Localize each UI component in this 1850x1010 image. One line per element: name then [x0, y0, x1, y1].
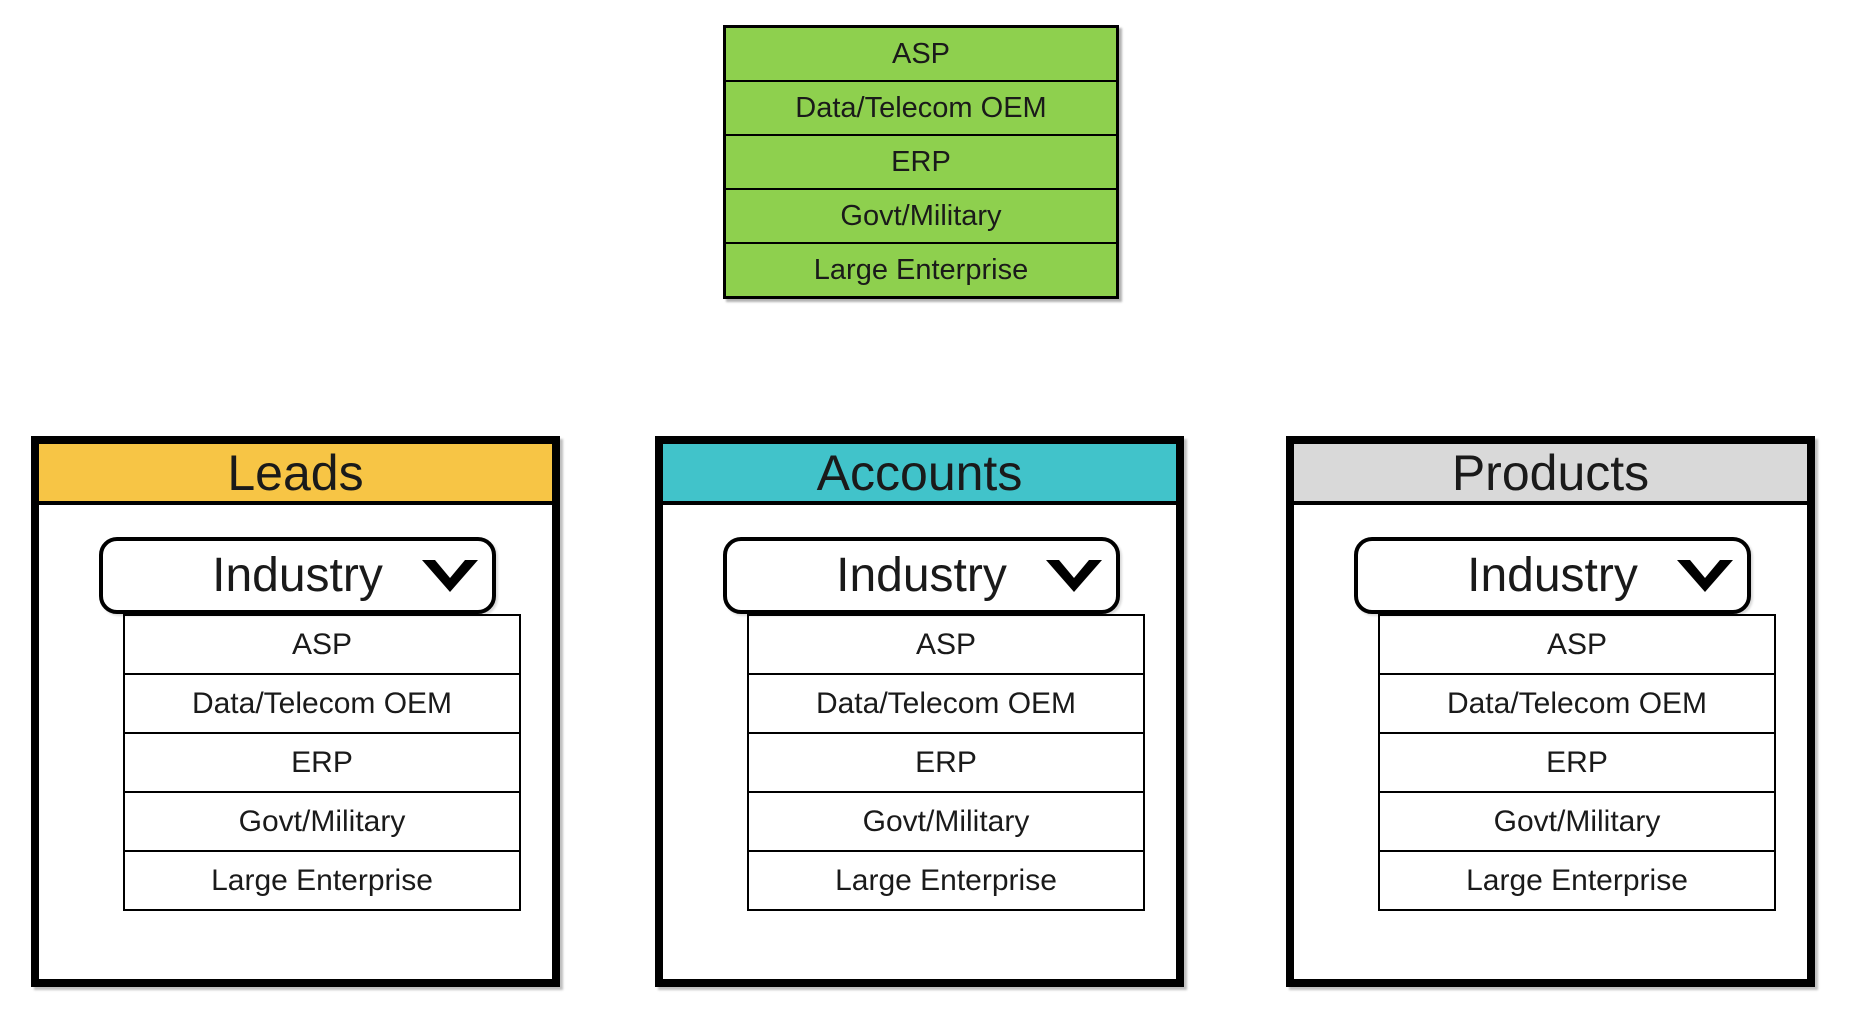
panel-leads-body: Industry ASP Data/Telecom OEM ERP Govt/M…	[39, 505, 552, 979]
panel-title: Accounts	[816, 444, 1023, 501]
industry-option[interactable]: Data/Telecom OEM	[1380, 675, 1774, 734]
picklist-item: Govt/Military	[726, 190, 1116, 244]
panel-accounts-header: Accounts	[663, 444, 1176, 505]
industry-option[interactable]: Large Enterprise	[835, 863, 1057, 897]
chevron-down-icon	[1677, 559, 1733, 592]
industry-option[interactable]: ERP	[749, 734, 1143, 793]
industry-option[interactable]: Data/Telecom OEM	[125, 675, 519, 734]
picklist-item: Data/Telecom OEM	[726, 82, 1116, 136]
picklist-item: ASP	[726, 28, 1116, 82]
chevron-down-icon	[1046, 559, 1102, 592]
industry-dropdown[interactable]: Industry	[99, 537, 496, 614]
industry-option[interactable]: Large Enterprise	[211, 863, 433, 897]
panel-accounts-body: Industry ASP Data/Telecom OEM ERP Govt/M…	[663, 505, 1176, 979]
picklist-item: Large Enterprise	[813, 253, 1029, 286]
chevron-down-icon	[422, 559, 478, 592]
panel-leads: Leads Industry ASP Data/Telecom OEM ERP …	[31, 436, 560, 987]
panel-products-body: Industry ASP Data/Telecom OEM ERP Govt/M…	[1294, 505, 1807, 979]
dropdown-label: Industry	[836, 548, 1007, 602]
industry-option[interactable]: Govt/Military	[1380, 793, 1774, 852]
panel-products-header: Products	[1294, 444, 1807, 505]
panel-accounts: Accounts Industry ASP Data/Telecom OEM E…	[655, 436, 1184, 987]
dropdown-label: Industry	[212, 548, 383, 602]
industry-option[interactable]: ASP	[749, 616, 1143, 675]
industry-option[interactable]: ERP	[125, 734, 519, 793]
industry-option[interactable]: Govt/Military	[749, 793, 1143, 852]
industry-dropdown[interactable]: Industry	[723, 537, 1120, 614]
panel-products: Products Industry ASP Data/Telecom OEM E…	[1286, 436, 1815, 987]
industry-option[interactable]: Govt/Military	[125, 793, 519, 852]
industry-option[interactable]: Data/Telecom OEM	[749, 675, 1143, 734]
industry-option-list: ASP Data/Telecom OEM ERP Govt/Military L…	[747, 614, 1145, 911]
industry-option[interactable]: Large Enterprise	[1466, 863, 1688, 897]
industry-option-list: ASP Data/Telecom OEM ERP Govt/Military L…	[123, 614, 521, 911]
industry-option[interactable]: ERP	[1380, 734, 1774, 793]
industry-option[interactable]: ASP	[125, 616, 519, 675]
panel-leads-header: Leads	[39, 444, 552, 505]
industry-option[interactable]: ASP	[1380, 616, 1774, 675]
panel-title: Products	[1451, 444, 1650, 501]
dropdown-label: Industry	[1467, 548, 1638, 602]
industry-option-list: ASP Data/Telecom OEM ERP Govt/Military L…	[1378, 614, 1776, 911]
industry-dropdown[interactable]: Industry	[1354, 537, 1751, 614]
picklist-item: ERP	[726, 136, 1116, 190]
industry-picklist: ASP Data/Telecom OEM ERP Govt/Military L…	[723, 25, 1119, 299]
panel-title: Leads	[227, 444, 364, 501]
